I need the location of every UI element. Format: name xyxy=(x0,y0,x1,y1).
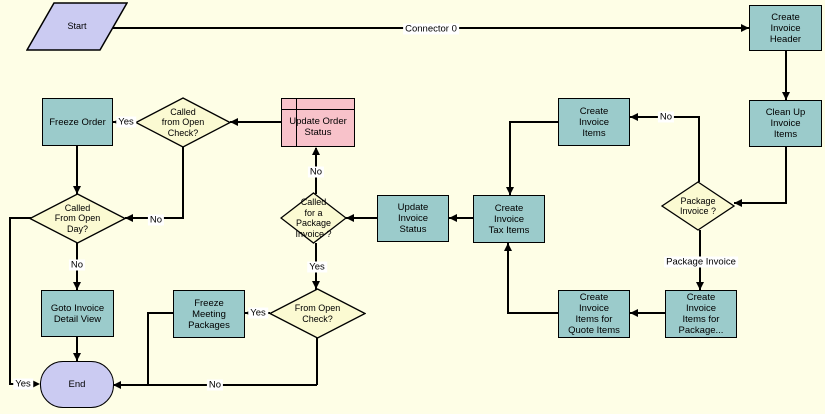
diamond-shape xyxy=(269,288,366,339)
edge-label-no-called-package: No xyxy=(307,166,325,178)
diamond-shape xyxy=(135,97,231,148)
arrowhead xyxy=(630,309,638,317)
decision-package-invoice[interactable]: Package Invoice ? xyxy=(661,181,735,231)
node-label: Update Order Status xyxy=(289,116,347,138)
edge-label-no-package-invoice: No xyxy=(657,111,675,123)
arrowhead xyxy=(125,214,133,222)
step-create-invoice-header[interactable]: Create Invoice Header xyxy=(749,5,822,51)
node-label: Start xyxy=(67,21,87,32)
arrowhead xyxy=(73,186,81,194)
arrowhead xyxy=(312,281,320,289)
node-label: Create Invoice Header xyxy=(769,11,802,45)
step-create-invoice-items-package[interactable]: Create Invoice Items for Package... xyxy=(665,290,737,338)
connector-quoteitems-taxitems-v[interactable] xyxy=(507,242,509,314)
start-node[interactable]: Start xyxy=(26,2,128,51)
edge-label-no-open-check: No xyxy=(147,214,165,226)
connector-cleanup-package-v[interactable] xyxy=(785,147,787,203)
step-freeze-order[interactable]: Freeze Order xyxy=(42,98,113,146)
node-label: Clean Up Invoice Items xyxy=(765,107,806,140)
start-parallelogram xyxy=(26,2,128,51)
edge-label-yes-called-package: Yes xyxy=(307,261,327,273)
diamond-shape xyxy=(29,193,126,244)
node-label: From Open Check? xyxy=(294,303,341,324)
end-node[interactable]: End xyxy=(40,361,114,408)
diamond-shape xyxy=(661,181,735,231)
connector-freezeorder-openday[interactable] xyxy=(76,146,78,194)
node-label: Called From Open Day? xyxy=(54,202,101,234)
connector-items-taxitems-v[interactable] xyxy=(509,121,511,196)
edge-label-connector-0: Connector 0 xyxy=(403,23,459,35)
node-label: Create Invoice Items xyxy=(578,105,610,139)
node-label: Package Invoice ? xyxy=(679,195,717,217)
decision-called-from-open-day[interactable]: Called From Open Day? xyxy=(29,193,126,244)
step-create-invoice-items-quote[interactable]: Create Invoice Items for Quote Items xyxy=(558,290,630,338)
edge-label-package-invoice-branch: Package Invoice xyxy=(664,256,738,268)
connector-updatestatus-calledpkg[interactable] xyxy=(346,217,377,219)
arrowhead xyxy=(506,187,514,195)
node-label: Freeze Order xyxy=(49,116,106,128)
node-label: Create Invoice Tax Items xyxy=(488,202,530,236)
arrowhead xyxy=(312,147,320,155)
step-update-invoice-status[interactable]: Update Invoice Status xyxy=(377,195,449,242)
arrowhead xyxy=(449,214,457,222)
connector-header-cleanup[interactable] xyxy=(785,51,787,100)
arrowhead xyxy=(504,243,512,251)
node-label: End xyxy=(68,379,86,390)
arrowhead xyxy=(73,282,81,290)
step-goto-invoice-detail-view[interactable]: Goto Invoice Detail View xyxy=(41,290,114,337)
arrowhead xyxy=(741,24,749,32)
arrowhead xyxy=(782,92,790,100)
arrowhead xyxy=(696,282,704,290)
node-label: Freeze Meeting Packages xyxy=(188,297,230,331)
node-label: Create Invoice Items for Package... xyxy=(678,292,724,336)
arrowhead xyxy=(230,118,238,126)
arrowhead xyxy=(113,381,121,389)
node-label: Create Invoice Items for Quote Items xyxy=(568,292,620,336)
connector-package-items-v[interactable] xyxy=(698,117,700,182)
connector-quoteitems-taxitems-h[interactable] xyxy=(508,312,559,314)
arrowhead xyxy=(32,380,40,388)
connector-openday-end-v[interactable] xyxy=(9,217,11,385)
connector-cleanup-package-h[interactable] xyxy=(734,202,787,204)
node-label: Update Invoice Status xyxy=(397,202,429,235)
connector-freezepkg-end-v[interactable] xyxy=(147,312,149,385)
step-freeze-meeting-packages[interactable]: Freeze Meeting Packages xyxy=(173,290,245,338)
node-label: Goto Invoice Detail View xyxy=(50,302,105,325)
subprocess-update-order-status[interactable]: Update Order Status xyxy=(281,98,355,147)
edge-label-yes-open-check: Yes xyxy=(116,116,136,128)
arrowhead xyxy=(630,113,638,121)
connector-items-taxitems-h[interactable] xyxy=(510,121,558,123)
connector-taxitems-updatestatus[interactable] xyxy=(449,217,473,219)
connector-packageitems-quoteitems[interactable] xyxy=(630,312,665,314)
connector-updateorder-opencheck[interactable] xyxy=(230,121,281,123)
connector-openday-end-h1[interactable] xyxy=(10,217,31,219)
node-label: Called from Open Check? xyxy=(161,106,205,138)
edge-label-yes-open-day: Yes xyxy=(13,378,33,390)
edge-label-no-open-day: No xyxy=(68,259,86,271)
connector-goto-end[interactable] xyxy=(76,337,78,362)
connector-fromopencheck-end-v[interactable] xyxy=(316,338,318,385)
decision-from-open-check[interactable]: From Open Check? xyxy=(269,288,366,339)
node-label: Called for a Package Invoice ? xyxy=(295,197,332,239)
step-create-invoice-tax-items[interactable]: Create Invoice Tax Items xyxy=(473,195,545,243)
step-create-invoice-items[interactable]: Create Invoice Items xyxy=(558,98,630,146)
connector-opencheck-openday-v[interactable] xyxy=(182,147,184,219)
connector-freezepkg-end-h[interactable] xyxy=(148,312,174,314)
diamond-shape xyxy=(280,192,347,244)
decision-called-for-package-invoice[interactable]: Called for a Package Invoice ? xyxy=(280,192,347,244)
arrowhead xyxy=(73,353,81,361)
decision-called-from-open-check[interactable]: Called from Open Check? xyxy=(135,97,231,148)
edge-label-no-from-open-check: No xyxy=(206,379,224,391)
edge-label-yes-from-open-check: Yes xyxy=(248,307,268,319)
arrowhead xyxy=(346,214,354,222)
step-clean-up-invoice-items[interactable]: Clean Up Invoice Items xyxy=(749,100,822,147)
arrowhead xyxy=(734,199,742,207)
